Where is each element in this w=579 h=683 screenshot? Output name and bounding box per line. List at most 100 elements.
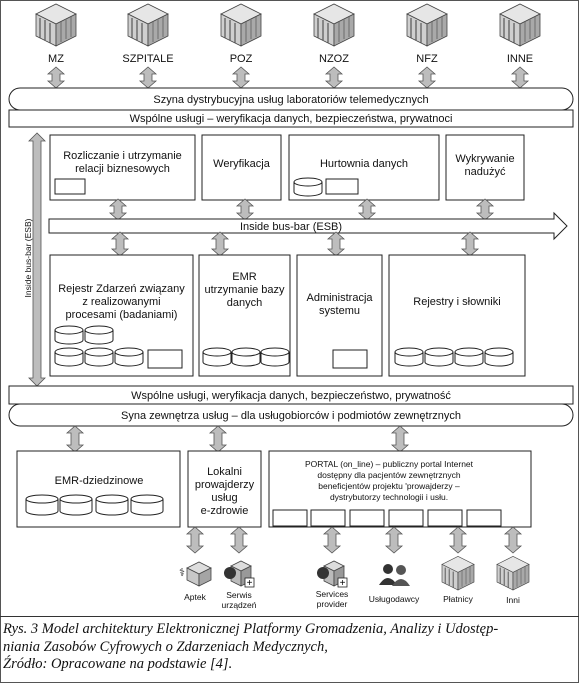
database-icon (95, 494, 129, 516)
emr-domain-box (16, 450, 181, 528)
bus-module-arrow (110, 231, 130, 257)
bottom-entity: Płatnicy (441, 555, 475, 604)
module-label: Weryfikacja (213, 158, 271, 170)
figure-caption: Rys. 3 Model architektury Elektronicznej… (3, 621, 577, 674)
building-icon (441, 555, 475, 591)
top-entity-label: POZ (230, 53, 253, 65)
building-icon (406, 3, 448, 47)
module-label: Rejestry i słowniki (413, 296, 500, 308)
slot-box (54, 178, 86, 195)
module-bus-arrow (108, 198, 128, 221)
module-label: Administracja (306, 292, 373, 304)
pharmacy-icon: ⚕ (179, 561, 212, 587)
module-box (445, 134, 525, 201)
database-icon (484, 347, 514, 367)
box-entity-arrow (448, 526, 468, 554)
top-entity: INNE (499, 3, 541, 65)
database-icon (59, 494, 93, 516)
bus-box-arrow (208, 425, 228, 453)
bus-module-arrow (326, 231, 346, 257)
caption-line: Źródło: Opracowane na podstawie [4]. (3, 656, 233, 672)
caption-rule (0, 616, 579, 617)
portal-label: PORTAL (on_line) – publiczny portal Inte… (305, 459, 474, 469)
slot-box (427, 509, 463, 527)
service-provider-icon: + (317, 560, 348, 589)
database-icon (231, 347, 261, 367)
module-bus-arrow (357, 198, 377, 221)
emr-domain-label: EMR-dziedzinowe (55, 475, 144, 487)
bottom-entity-label: Płatnicy (443, 594, 474, 604)
distribution-bus-label: Szyna dystrybucyjna usług laboratoriów t… (153, 94, 428, 106)
module-label: Rozliczanie i utrzymanie (63, 150, 182, 162)
module-label: Wykrywanie (455, 153, 514, 165)
top-entity-label: INNE (507, 53, 533, 65)
box-entity-arrow (185, 526, 205, 554)
bottom-entity: Usługodawcy (369, 564, 420, 604)
box-entity-arrow (503, 526, 523, 554)
side-esb-label: Inside bus-bar (ESB) (23, 218, 33, 297)
building-icon (313, 3, 355, 47)
people-icon (379, 564, 410, 586)
database-icon (260, 347, 290, 367)
building-icon (499, 3, 541, 47)
svg-text:⚕: ⚕ (179, 567, 185, 579)
common-services-bottom-label: Wspólne usługi, weryfikacja danych, bezp… (131, 390, 451, 402)
database-icon (54, 325, 84, 345)
slot-box (325, 178, 359, 195)
entity-bus-arrow (510, 66, 530, 89)
top-entity: MZ (35, 3, 77, 65)
module-bus-arrow (475, 198, 495, 221)
bottom-entity-label: Aptek (184, 592, 206, 602)
module-label: systemu (319, 305, 360, 317)
entity-bus-arrow (138, 66, 158, 89)
bus-module-arrow (460, 231, 480, 257)
caption-line: niania Zasobów Cyfrowych o Zdarzeniach M… (3, 638, 328, 655)
database-icon (293, 177, 323, 197)
module-label: Rejestr Zdarzeń związany (58, 283, 185, 295)
module-label: EMR (232, 271, 257, 283)
inside-bus-arrow (48, 211, 568, 241)
module-label: procesami (badaniami) (66, 309, 178, 321)
top-entity-label: MZ (48, 53, 64, 65)
database-icon (454, 347, 484, 367)
database-icon (424, 347, 454, 367)
building-icon (35, 3, 77, 47)
top-entity: POZ (220, 3, 262, 65)
module-label: Hurtownia danych (320, 158, 408, 170)
entity-bus-arrow (417, 66, 437, 89)
top-entity-label: NZOZ (319, 53, 349, 65)
bus-module-arrow (210, 231, 230, 257)
bottom-entity-label: Inni (506, 595, 520, 605)
box-entity-arrow (384, 526, 404, 554)
local-providers-box (187, 450, 262, 528)
inside-bus-label: Inside bus-bar (ESB) (240, 221, 342, 233)
bottom-entity-label: urządzeń (222, 600, 257, 610)
portal-label: beneficjentów projektu 'prowajderzy – (318, 481, 460, 491)
top-entity-label: SZPITALE (122, 53, 173, 65)
box-entity-arrow (229, 526, 249, 554)
slot-box (310, 509, 346, 527)
top-entity-label: NFZ (416, 53, 438, 65)
svg-text:+: + (340, 578, 346, 589)
bus-box-arrow (65, 425, 85, 453)
box-entity-arrow (322, 526, 342, 554)
slot-box (332, 349, 368, 369)
entity-bus-arrow (231, 66, 251, 89)
module-label: nadużyć (465, 166, 506, 178)
top-entity: NZOZ (313, 3, 355, 65)
slot-box (466, 509, 502, 527)
top-entity: NFZ (406, 3, 448, 65)
slot-box (147, 349, 183, 369)
bus-box-arrow (390, 425, 410, 453)
module-label: danych (227, 297, 262, 309)
database-icon (25, 494, 59, 516)
bottom-entity: Inni (496, 555, 530, 605)
top-entity: SZPITALE (122, 3, 174, 65)
module-box (49, 134, 196, 201)
caption-line: Rys. 3 Model architektury Elektronicznej… (3, 621, 499, 637)
